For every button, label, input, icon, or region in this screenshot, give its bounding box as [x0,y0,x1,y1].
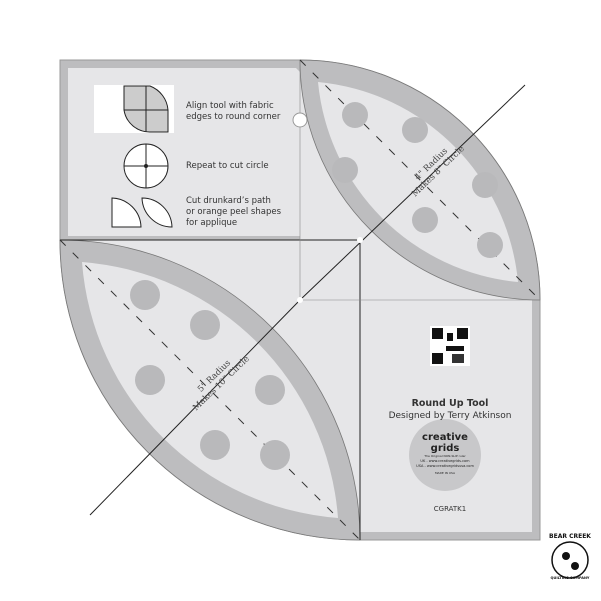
product-name: Round Up Tool [411,398,489,409]
instruction-line: Align tool with fabric [186,101,274,111]
made-in: MADE IN USA [434,471,456,475]
grip-dots [130,102,503,470]
product-designer: Designed by Terry Atkinson [388,411,512,421]
watermark-text: BEAR CREEK QUILTING COMPANY [540,533,600,580]
brand-badge-text: creative grids The Original NON-SLIP rul… [410,432,480,477]
instruction-line: or orange peel shapes [186,207,282,217]
guide-lines [60,60,540,540]
instruction-line: Cut drunkard’s path [186,196,271,206]
bear-creek-logo [551,541,589,579]
diagram-drunkards-path [111,197,142,228]
brand-badge [409,419,481,491]
hang-hole [292,112,308,128]
brand-usa-url: USA - www.creativegridsusa.com [416,464,474,468]
watermark-line2: QUILTING COMPANY [550,576,590,580]
instruction-2: Repeat to cut circle [186,161,269,171]
dashed-axes [59,59,541,541]
watermark-line1: BEAR CREEK [549,533,591,540]
instruction-line: edges to round corner [186,112,281,122]
product-sku: CGRATK1 [433,505,467,513]
brand-tagline: The Original NON-SLIP ruler [424,454,466,458]
instruction-line: for applique [186,218,238,228]
brand-name: creative grids [422,432,468,454]
instruction-3: Cut drunkard’s path or orange peel shape… [186,196,281,229]
qr-code [430,326,470,366]
diagram-orange-peel [141,197,173,228]
brand-uk-url: UK - www.creativegrids.com [420,459,470,463]
instruction-1: Align tool with fabric edges to round co… [186,101,280,123]
